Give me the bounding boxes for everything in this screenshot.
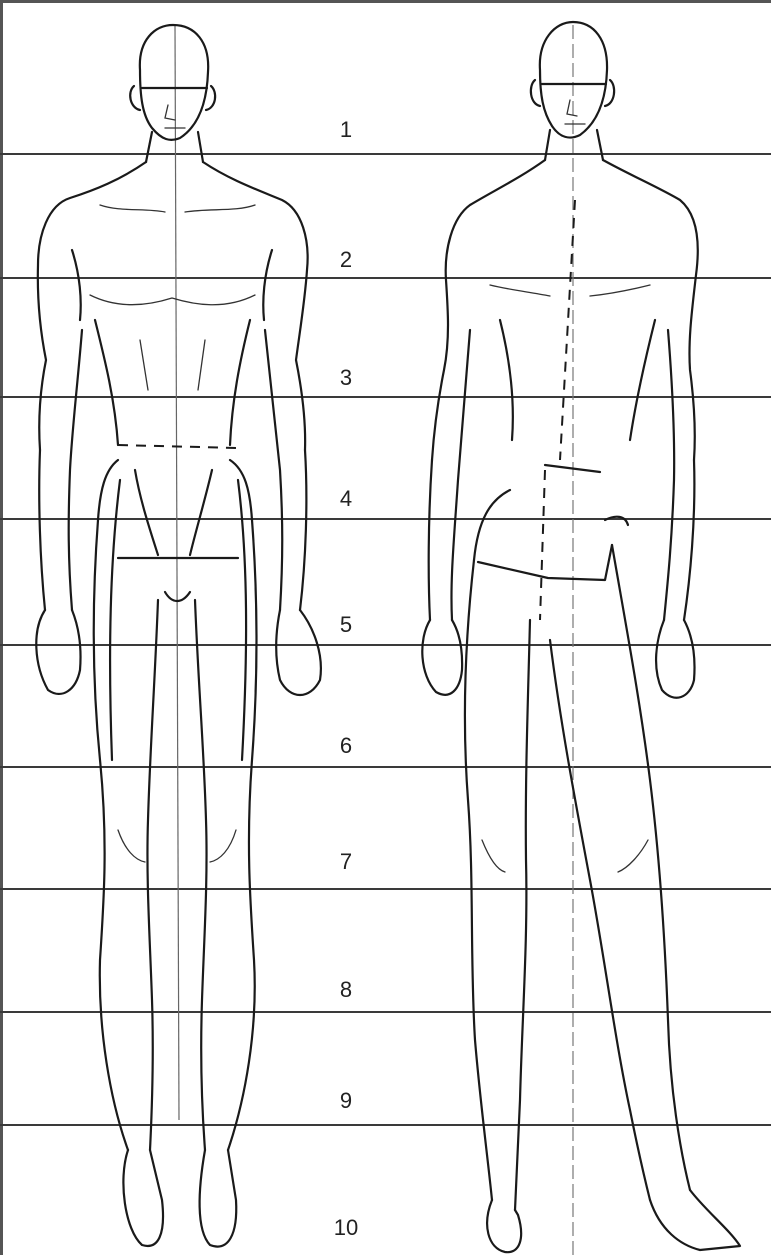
three-quarter-neck-left bbox=[545, 130, 550, 160]
three-quarter-left-hand bbox=[422, 620, 462, 695]
front-left-hand bbox=[36, 610, 80, 694]
three-quarter-chest-left bbox=[490, 285, 550, 296]
three-quarter-right-arm-inner bbox=[664, 330, 674, 620]
front-left-leg-inner bbox=[147, 600, 158, 1150]
three-quarter-right-arm-outer bbox=[684, 460, 694, 620]
front-nose bbox=[165, 105, 175, 120]
front-neck-right bbox=[198, 132, 203, 162]
three-quarter-lower-spine-dash bbox=[540, 470, 545, 620]
three-quarter-flank-right bbox=[630, 320, 655, 440]
three-quarter-neck-right bbox=[597, 130, 603, 160]
three-quarter-left-ear bbox=[531, 80, 540, 106]
front-right-thigh-muscle bbox=[238, 480, 246, 760]
front-right-arm-outer bbox=[300, 450, 306, 610]
three-quarter-pelvis-box bbox=[478, 545, 612, 580]
front-waist-dash bbox=[118, 445, 238, 448]
front-chest bbox=[90, 295, 255, 305]
three-quarter-torso-right bbox=[603, 160, 698, 460]
three-quarter-right-foot bbox=[650, 1190, 740, 1250]
front-right-arm-inner bbox=[265, 330, 282, 610]
three-quarter-left-leg-outer bbox=[465, 560, 492, 1200]
front-collarbone-right bbox=[185, 205, 255, 212]
three-quarter-left-leg-inner bbox=[515, 620, 530, 1210]
three-quarter-right-hand bbox=[656, 620, 694, 698]
front-figure bbox=[36, 25, 321, 1247]
three-quarter-figure bbox=[422, 22, 740, 1255]
front-left-ear bbox=[130, 86, 140, 110]
front-torso-left bbox=[38, 162, 146, 450]
front-right-leg-outer bbox=[228, 520, 257, 1150]
three-quarter-chest-right bbox=[590, 285, 650, 296]
front-left-thigh-muscle bbox=[110, 480, 120, 760]
front-left-arm-inner bbox=[69, 330, 82, 610]
front-right-foot bbox=[200, 1150, 237, 1247]
three-quarter-nose bbox=[567, 100, 577, 116]
three-quarter-knees bbox=[482, 840, 648, 872]
front-groin-right bbox=[190, 470, 212, 555]
front-right-hand bbox=[276, 610, 321, 695]
three-quarter-right-leg-inner bbox=[550, 640, 650, 1200]
front-flank-right bbox=[230, 320, 250, 445]
front-abs bbox=[140, 340, 205, 390]
three-quarter-flank-left bbox=[500, 320, 513, 440]
three-quarter-hip-right bbox=[605, 517, 628, 525]
front-head-outline bbox=[140, 25, 208, 140]
front-groin-left bbox=[135, 470, 158, 555]
three-quarter-right-leg-outer bbox=[612, 545, 690, 1190]
front-flank-left bbox=[95, 320, 118, 445]
front-center-line bbox=[175, 25, 179, 1120]
front-knees bbox=[118, 830, 236, 862]
three-quarter-left-arm-outer bbox=[429, 460, 432, 620]
three-quarter-torso-left bbox=[432, 160, 545, 460]
front-armpit-left bbox=[72, 250, 81, 320]
front-neck-left bbox=[146, 132, 152, 162]
front-left-arm-outer bbox=[39, 450, 45, 610]
front-hip-left bbox=[98, 460, 118, 520]
three-quarter-left-arm-inner bbox=[451, 330, 470, 620]
front-right-leg-inner bbox=[195, 600, 207, 1150]
front-left-foot bbox=[123, 1150, 163, 1246]
three-quarter-hip-left bbox=[474, 490, 510, 560]
front-collarbone-left bbox=[100, 205, 165, 212]
front-armpit-right bbox=[263, 250, 272, 320]
